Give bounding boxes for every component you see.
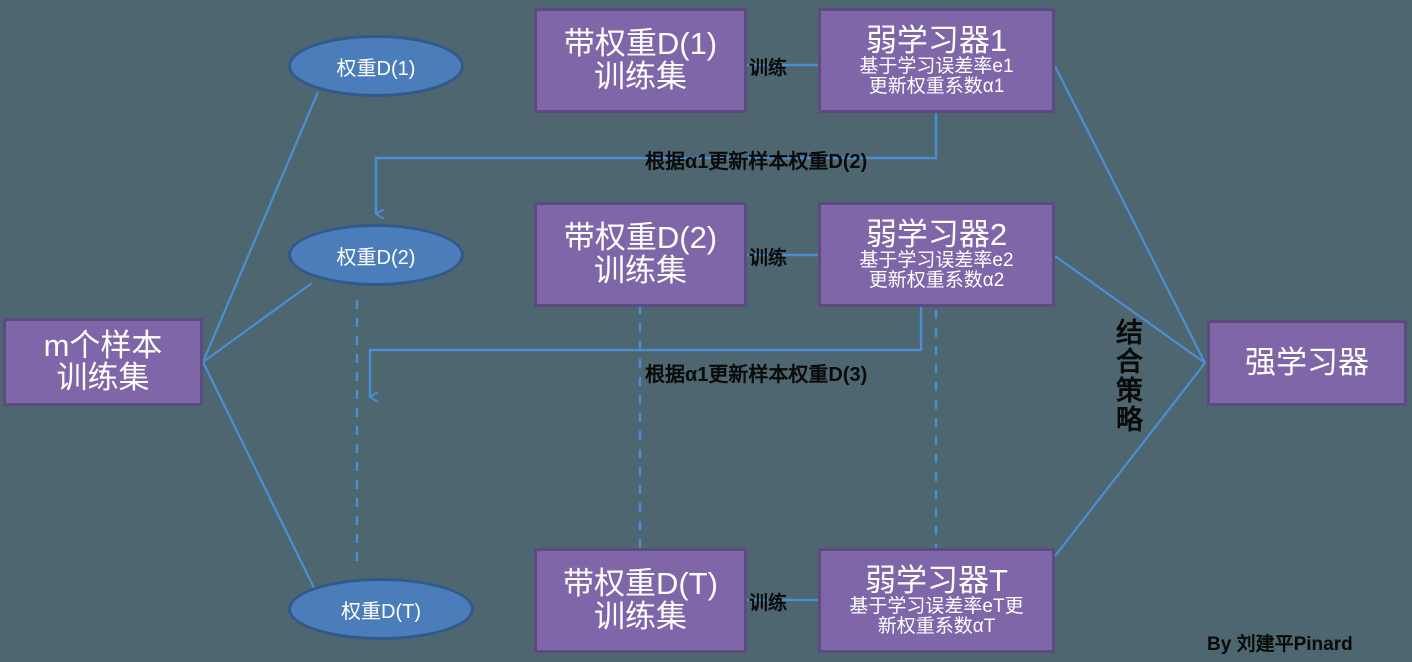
weight-ellipse-2-label: 权重D(2) [336, 246, 416, 269]
weight-ellipse-t[interactable]: 权重D(T) [288, 578, 474, 640]
feedback-label-2: 根据α1更新样本权重D(3) [645, 364, 868, 386]
combine-strategy-label: 结合策略 [1112, 318, 1142, 434]
weighted-dataset-t-line2: 训练集 [594, 598, 687, 634]
weight-ellipse-2[interactable]: 权重D(2) [288, 224, 464, 286]
weighted-dataset-2-line2: 训练集 [594, 252, 687, 288]
weak-learner-box-t[interactable]: 弱学习器T 基于学习误差率eT更 新权重系数αT [818, 548, 1055, 653]
feedback-path-2 [370, 303, 923, 397]
weak-learner-t-title: 弱学习器T [865, 562, 1008, 598]
train-connector-lines [747, 63, 818, 602]
strong-learner-box[interactable]: 强学习器 [1207, 320, 1407, 406]
weighted-dataset-1-line2: 训练集 [594, 58, 687, 94]
feedback-label-1: 根据α1更新样本权重D(2) [645, 151, 868, 173]
ellipsis-dashed-lines [355, 300, 938, 570]
weak-learner-t-line1: 基于学习误差率eT更 [849, 595, 1024, 617]
train-label-t: 训练 [749, 593, 788, 614]
weak-learner-2-line2: 更新权重系数α2 [868, 269, 1005, 291]
author-signature: By 刘建平Pinard [1207, 634, 1353, 655]
weak-learner-t-line2: 新权重系数αT [877, 615, 996, 637]
weighted-dataset-2-line1: 带权重D(2) [563, 220, 718, 256]
weak-learner-1-title: 弱学习器1 [865, 22, 1008, 58]
source-dataset-box[interactable]: m个样本 训练集 [3, 318, 203, 406]
weighted-dataset-t-line1: 带权重D(T) [563, 566, 718, 602]
weak-learner-box-2[interactable]: 弱学习器2 基于学习误差率e2 更新权重系数α2 [818, 202, 1055, 307]
source-line1: m个样本 [43, 327, 163, 363]
weighted-dataset-box-2[interactable]: 带权重D(2) 训练集 [534, 202, 747, 307]
weak-learner-box-1[interactable]: 弱学习器1 基于学习误差率e1 更新权重系数α1 [818, 8, 1055, 113]
weak-learner-1-line1: 基于学习误差率e1 [859, 55, 1014, 77]
combine-lines [1054, 65, 1206, 557]
weight-ellipse-1[interactable]: 权重D(1) [288, 35, 464, 97]
weak-learner-2-line1: 基于学习误差率e2 [859, 249, 1014, 271]
strong-learner-label: 强学习器 [1245, 344, 1369, 380]
weight-ellipse-1-label: 权重D(1) [336, 57, 416, 80]
weight-ellipse-t-label: 权重D(T) [341, 600, 421, 623]
train-label-1: 训练 [749, 58, 788, 79]
weighted-dataset-box-1[interactable]: 带权重D(1) 训练集 [534, 8, 747, 113]
feedback-path-1 [376, 112, 938, 214]
weak-learner-1-line2: 更新权重系数α1 [868, 75, 1005, 97]
train-label-2: 训练 [749, 248, 788, 269]
source-fanout-lines [201, 91, 320, 597]
weak-learner-2-title: 弱学习器2 [865, 216, 1008, 252]
weighted-dataset-box-t[interactable]: 带权重D(T) 训练集 [534, 548, 747, 653]
source-line2: 训练集 [56, 360, 150, 395]
weighted-dataset-1-line1: 带权重D(1) [563, 26, 718, 62]
